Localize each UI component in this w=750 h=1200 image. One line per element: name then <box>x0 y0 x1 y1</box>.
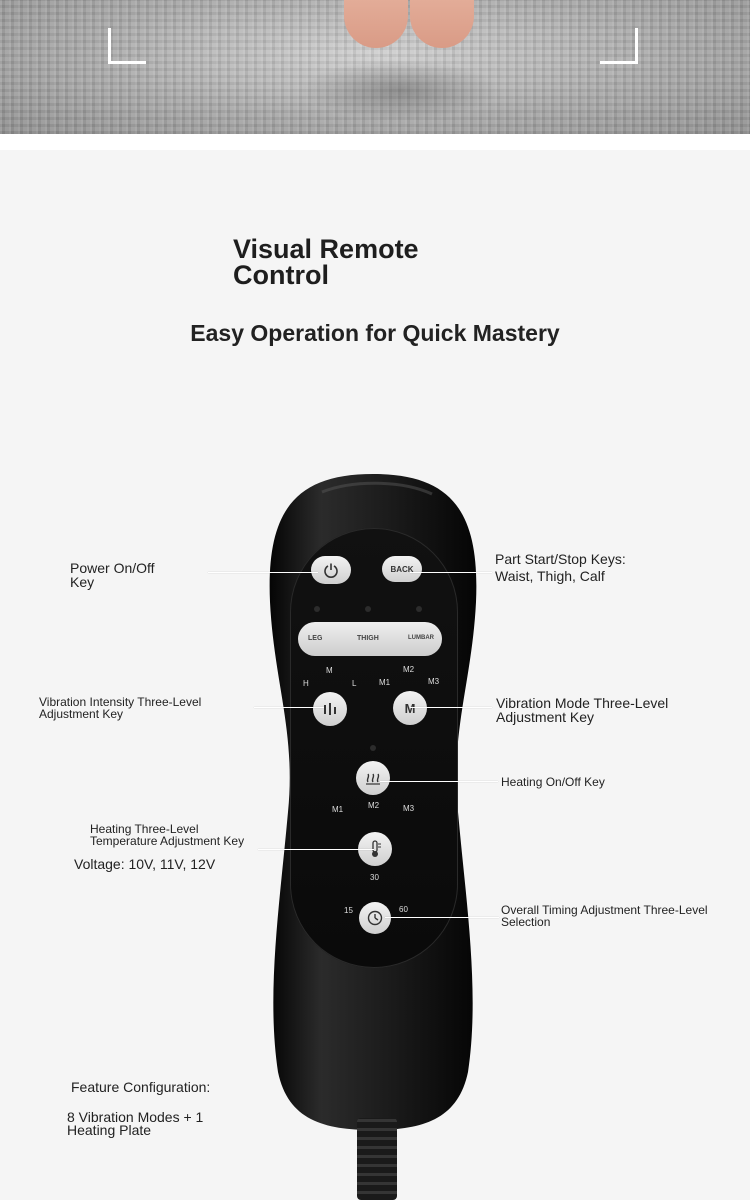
remote-cable <box>357 1118 397 1200</box>
section-title: Visual Remote Control <box>233 234 419 290</box>
product-photo <box>0 0 750 134</box>
timer-level-60: 60 <box>399 905 408 914</box>
timer-level-15: 15 <box>344 906 353 915</box>
vibration-mode-button[interactable]: M <box>393 691 427 725</box>
section-divider <box>0 134 750 150</box>
leader-line-mode <box>410 707 492 708</box>
callout-part-keys: Part Start/Stop Keys: Waist, Thigh, Calf <box>495 551 626 584</box>
power-button[interactable] <box>311 556 351 584</box>
left-foot <box>344 0 408 48</box>
callout-vibration-mode: Vibration Mode Three-Level Adjustment Ke… <box>496 695 669 725</box>
vibration-bars-icon <box>324 703 336 715</box>
right-foot <box>410 0 474 48</box>
intensity-level-m: M <box>326 666 333 675</box>
leader-line-intensity <box>254 707 324 708</box>
temp-level-m1: M1 <box>332 805 344 814</box>
part-button-leg[interactable]: LEG <box>308 635 323 642</box>
callout-heating: Heating On/Off Key <box>501 775 605 789</box>
intensity-level-l: L <box>352 679 357 688</box>
leader-line-part <box>410 572 492 573</box>
mode-level-m1: M1 <box>379 678 391 687</box>
clock-icon <box>367 910 383 926</box>
floor-shadow <box>300 60 500 120</box>
vibration-intensity-button[interactable] <box>313 692 347 726</box>
frame-corner-right <box>600 28 638 64</box>
frame-corner-left <box>108 28 146 64</box>
power-icon <box>324 563 338 578</box>
intensity-level-h: H <box>303 679 309 688</box>
feature-description: 8 Vibration Modes + 1 Heating Plate <box>67 1109 204 1138</box>
voltage-spec: Voltage: 10V, 11V, 12V <box>74 856 216 872</box>
led <box>365 606 371 612</box>
leader-line-heating <box>380 781 498 782</box>
thermometer-icon <box>372 840 381 857</box>
feature-heading: Feature Configuration: <box>71 1079 211 1095</box>
part-button-lumbar[interactable]: LUMBAR <box>408 635 434 641</box>
temp-level-m3: M3 <box>403 804 415 813</box>
temp-level-m2: M2 <box>368 801 380 810</box>
heat-waves-icon <box>366 773 380 785</box>
leader-line-timing <box>385 917 499 918</box>
callout-timing: Overall Timing Adjustment Three-Level Se… <box>501 903 708 929</box>
mode-level-m2: M2 <box>403 665 415 674</box>
timer-level-30: 30 <box>370 873 379 882</box>
back-button[interactable]: BACK <box>382 556 422 582</box>
part-button-thigh[interactable]: THIGH <box>357 635 379 642</box>
led <box>370 745 376 751</box>
part-selector <box>298 622 442 656</box>
section-subtitle: Easy Operation for Quick Mastery <box>190 320 560 346</box>
callout-heating-temp: Heating Three-Level Temperature Adjustme… <box>90 822 245 848</box>
leader-line-temp <box>258 849 374 850</box>
mode-level-m3: M3 <box>428 677 440 686</box>
leader-line-power <box>208 572 318 573</box>
callout-vibration-intensity: Vibration Intensity Three-Level Adjustme… <box>39 695 202 721</box>
led <box>416 606 422 612</box>
callout-power: Power On/Off Key <box>70 560 155 590</box>
timer-button[interactable] <box>359 902 391 934</box>
heating-button[interactable] <box>356 761 390 795</box>
led <box>314 606 320 612</box>
